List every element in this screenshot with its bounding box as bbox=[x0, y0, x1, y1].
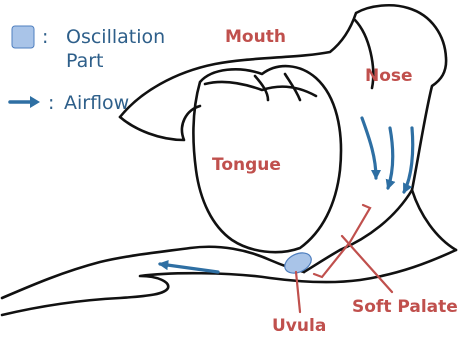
pharynx-wall-outline bbox=[412, 190, 456, 250]
legend-oscillation-label: Oscillation bbox=[66, 26, 165, 48]
tongue-label: Tongue bbox=[212, 155, 281, 175]
legend-airflow-colon: : bbox=[48, 92, 54, 114]
soft-palate-label: Soft Palate bbox=[352, 297, 458, 317]
soft-palate-bracket bbox=[314, 205, 370, 277]
airflow-arrow-nose-2 bbox=[388, 128, 393, 188]
tongue-top-folds bbox=[205, 74, 316, 100]
legend-airflow-label: Airflow bbox=[64, 92, 129, 114]
front-teeth-outline bbox=[120, 106, 200, 140]
airflow-arrow-nose-3 bbox=[404, 128, 413, 192]
airflow-arrow-nose-1 bbox=[362, 118, 376, 178]
lower-jaw-outline bbox=[2, 247, 304, 298]
soft-palate-leader-line bbox=[342, 236, 392, 292]
airflow-arrow-mouth bbox=[160, 264, 218, 272]
mouth-label: Mouth bbox=[225, 27, 286, 47]
legend-oscillation-colon: : bbox=[42, 26, 48, 48]
uvula-label: Uvula bbox=[272, 316, 326, 336]
legend-oscillation-label-line2: Part bbox=[66, 50, 104, 72]
nose-label: Nose bbox=[365, 66, 413, 86]
airflow-arrows bbox=[160, 118, 413, 272]
uvula-oscillation-part bbox=[282, 249, 315, 277]
legend: : Oscillation Part : Airflow bbox=[10, 26, 165, 114]
uvula-leader-line bbox=[296, 272, 300, 312]
oscillation-swatch-icon bbox=[12, 26, 34, 48]
